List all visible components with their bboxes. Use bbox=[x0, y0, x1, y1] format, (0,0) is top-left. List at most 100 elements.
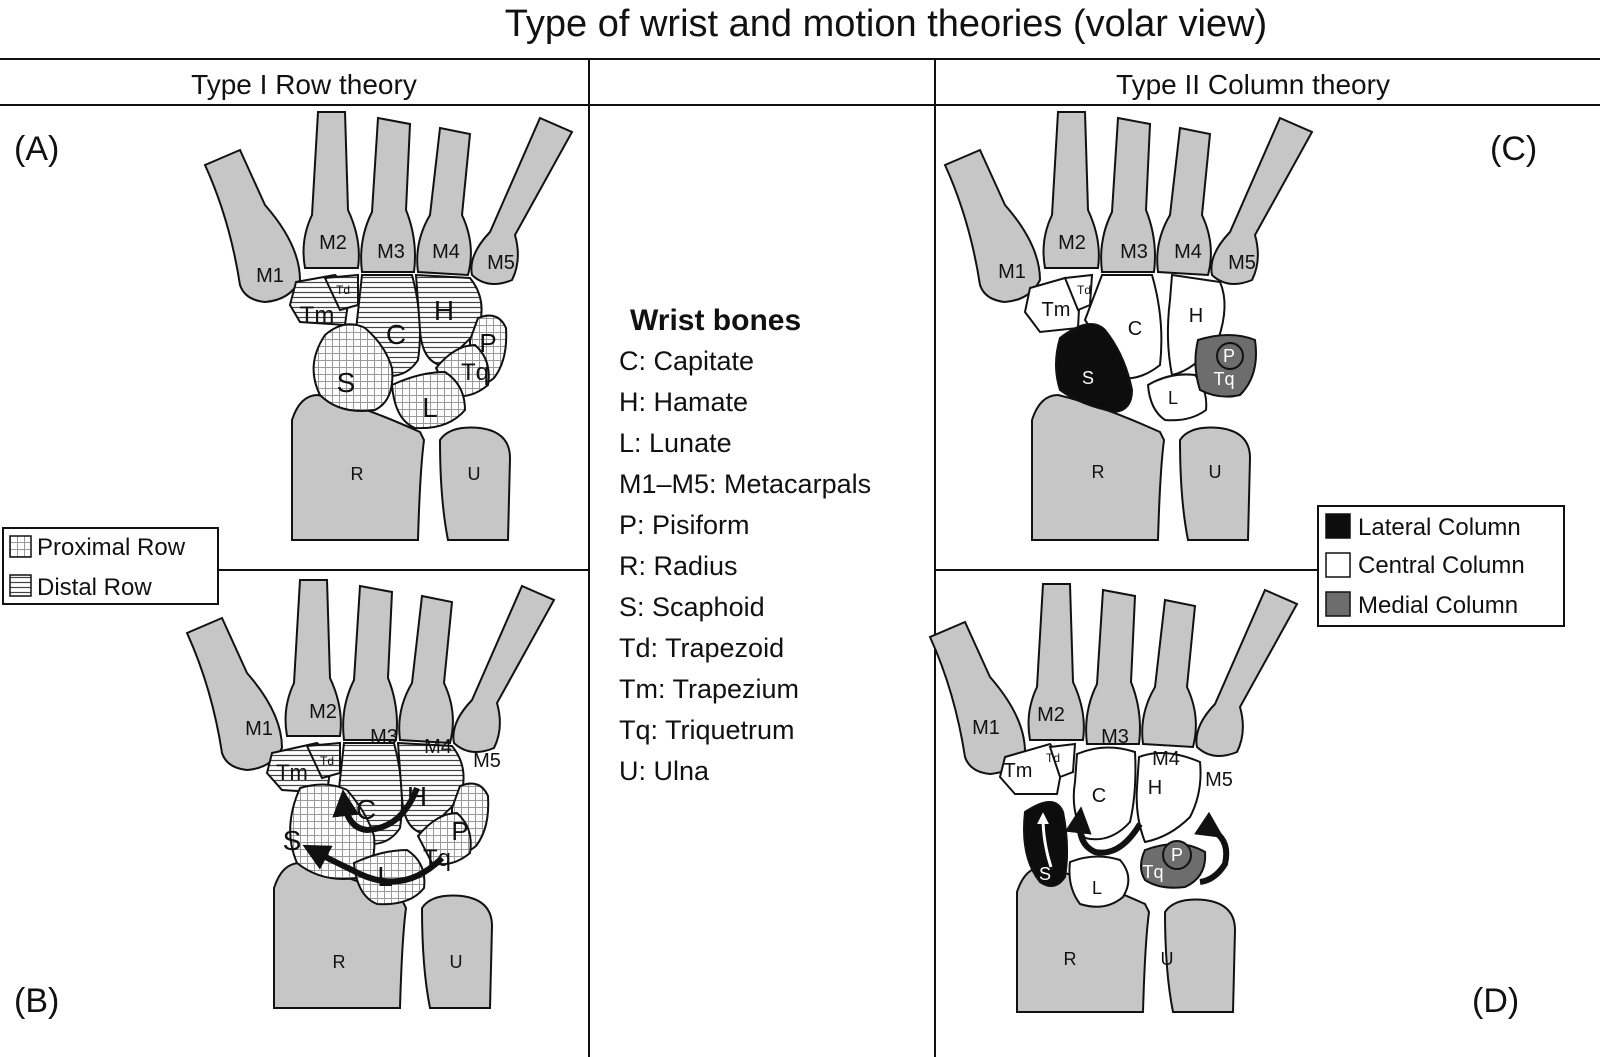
svg-text:M3: M3 bbox=[1101, 726, 1129, 748]
key-item: L: Lunate bbox=[619, 428, 732, 458]
figure-title: Type of wrist and motion theories (volar… bbox=[505, 3, 1267, 45]
svg-text:Td: Td bbox=[320, 754, 334, 768]
svg-text:M3: M3 bbox=[370, 726, 398, 748]
svg-text:Tm: Tm bbox=[276, 760, 308, 785]
key-item: C: Capitate bbox=[619, 346, 754, 376]
svg-text:M5: M5 bbox=[1205, 769, 1233, 791]
svg-text:M5: M5 bbox=[1228, 252, 1256, 274]
svg-text:U: U bbox=[1161, 949, 1174, 969]
panel-label-c: (C) bbox=[1490, 130, 1537, 168]
key-heading: Wrist bones bbox=[630, 304, 801, 337]
key-item: Tm: Trapezium bbox=[619, 674, 799, 704]
svg-text:M2: M2 bbox=[1058, 232, 1086, 254]
s-bone bbox=[312, 323, 394, 412]
svg-text:M2: M2 bbox=[319, 232, 347, 254]
panel-a-hand: M1 M2 M3 M4 M5 Td Tm C H P Tq S L R U bbox=[204, 111, 573, 541]
svg-text:C: C bbox=[356, 794, 376, 825]
svg-text:Tq: Tq bbox=[423, 845, 451, 872]
svg-text:U: U bbox=[468, 464, 481, 484]
svg-text:P: P bbox=[1223, 346, 1235, 366]
svg-text:C: C bbox=[1128, 318, 1142, 340]
svg-text:S: S bbox=[1039, 864, 1051, 884]
svg-text:M1: M1 bbox=[998, 261, 1026, 283]
layout-grid bbox=[0, 58, 1600, 1057]
key-item: H: Hamate bbox=[619, 387, 748, 417]
key-item: Tq: Triquetrum bbox=[619, 715, 795, 745]
legend-label-central: Central Column bbox=[1358, 552, 1525, 579]
svg-text:M4: M4 bbox=[1174, 241, 1202, 263]
svg-text:Tq: Tq bbox=[1142, 862, 1163, 882]
legend-swatch-distal bbox=[9, 574, 32, 597]
svg-text:C: C bbox=[386, 319, 406, 350]
svg-text:M5: M5 bbox=[473, 750, 501, 772]
panel-c-hand: M1 M2 M3 M4 M5 Td Tm C H P Tq S L R U bbox=[944, 111, 1313, 541]
svg-text:Tq: Tq bbox=[461, 359, 489, 386]
svg-text:R: R bbox=[1064, 949, 1077, 969]
svg-text:R: R bbox=[1092, 462, 1105, 482]
svg-text:H: H bbox=[407, 781, 427, 812]
svg-text:L: L bbox=[377, 861, 393, 892]
legend-swatch-central bbox=[1325, 552, 1351, 578]
svg-text:M5: M5 bbox=[487, 252, 515, 274]
key-item: S: Scaphoid bbox=[619, 592, 765, 622]
svg-text:P: P bbox=[1171, 845, 1183, 865]
svg-text:Td: Td bbox=[336, 283, 350, 297]
panel-label-a: (A) bbox=[14, 130, 59, 168]
legend-rows: Proximal Row Distal Row bbox=[2, 527, 219, 605]
svg-text:S: S bbox=[337, 367, 356, 398]
svg-text:M3: M3 bbox=[377, 241, 405, 263]
panel-label-d: (D) bbox=[1472, 982, 1519, 1020]
svg-text:Tm: Tm bbox=[1042, 299, 1071, 321]
svg-text:M2: M2 bbox=[1037, 704, 1065, 726]
svg-text:M4: M4 bbox=[424, 736, 452, 758]
wrist-bones-key: Wrist bones C: Capitate H: Hamate L: Lun… bbox=[619, 304, 871, 786]
legend-swatch-medial bbox=[1325, 591, 1351, 617]
svg-text:L: L bbox=[1092, 878, 1102, 898]
legend-label-lateral: Lateral Column bbox=[1358, 514, 1521, 541]
svg-text:M1: M1 bbox=[256, 265, 284, 287]
svg-text:H: H bbox=[1189, 305, 1203, 327]
legend-swatch-lateral bbox=[1325, 513, 1351, 539]
svg-text:P: P bbox=[479, 328, 496, 358]
legend-label-medial: Medial Column bbox=[1358, 592, 1518, 619]
header-column-theory: Type II Column theory bbox=[1116, 69, 1390, 100]
svg-text:C: C bbox=[1092, 785, 1106, 807]
svg-text:M4: M4 bbox=[1152, 748, 1180, 770]
legend-swatch-proximal bbox=[9, 535, 32, 558]
key-item: P: Pisiform bbox=[619, 510, 750, 540]
legend-label-distal: Distal Row bbox=[37, 574, 152, 601]
svg-text:M3: M3 bbox=[1120, 241, 1148, 263]
svg-text:Td: Td bbox=[1046, 751, 1060, 765]
panel-label-b: (B) bbox=[14, 982, 59, 1020]
key-item: R: Radius bbox=[619, 551, 738, 581]
svg-text:M1: M1 bbox=[245, 718, 273, 740]
svg-text:L: L bbox=[1168, 388, 1178, 408]
svg-text:M4: M4 bbox=[432, 241, 460, 263]
svg-text:Tq: Tq bbox=[1213, 369, 1234, 389]
svg-text:R: R bbox=[333, 952, 346, 972]
svg-text:L: L bbox=[422, 392, 438, 423]
header-row-theory: Type I Row theory bbox=[191, 69, 417, 100]
legend-label-proximal: Proximal Row bbox=[37, 534, 186, 561]
svg-text:Tm: Tm bbox=[1004, 760, 1033, 782]
legend-columns: Lateral Column Central Column Medial Col… bbox=[1317, 505, 1565, 627]
key-item: M1–M5: Metacarpals bbox=[619, 469, 871, 499]
svg-text:R: R bbox=[351, 464, 364, 484]
key-item: Td: Trapezoid bbox=[619, 633, 784, 663]
svg-text:U: U bbox=[450, 952, 463, 972]
l-bone bbox=[390, 370, 467, 430]
svg-text:Tm: Tm bbox=[300, 302, 335, 329]
svg-text:H: H bbox=[1148, 777, 1162, 799]
svg-text:U: U bbox=[1209, 462, 1222, 482]
svg-text:S: S bbox=[283, 825, 302, 856]
svg-text:M1: M1 bbox=[972, 717, 1000, 739]
svg-text:M2: M2 bbox=[309, 701, 337, 723]
panel-d-hand: M1 M2 M3 M4 M5 Td Tm C H P Tq S L R U bbox=[929, 583, 1298, 1013]
svg-text:P: P bbox=[451, 816, 468, 846]
panel-b-hand: M1 M2 M3 M4 M5 Td Tm C H P Tq S L R U bbox=[186, 579, 555, 1009]
svg-text:S: S bbox=[1082, 368, 1094, 388]
key-item: U: Ulna bbox=[619, 756, 710, 786]
svg-text:H: H bbox=[434, 295, 454, 326]
svg-text:Td: Td bbox=[1077, 283, 1091, 297]
